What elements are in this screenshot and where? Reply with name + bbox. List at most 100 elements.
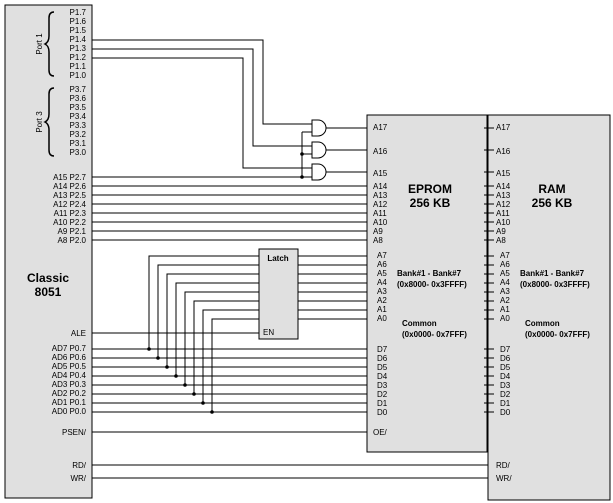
junction-dot	[201, 401, 205, 405]
ram-pin-label: D5	[500, 363, 511, 372]
p3-pin-label: P3.3	[70, 121, 87, 130]
port1-brace	[43, 11, 55, 77]
ram-common-line2: (0x0000- 0x7FFF)	[525, 330, 590, 339]
eprom-pin-label: A4	[377, 278, 387, 287]
wire-tap-ad0	[211, 318, 259, 412]
ram-bank-line2: (0x8000- 0x3FFFF)	[520, 280, 590, 289]
wire-p1-4	[92, 39, 312, 125]
ram-pin-label: D0	[500, 408, 511, 417]
latch-block	[258, 248, 299, 340]
ram-pin-label: A15	[496, 169, 511, 178]
eprom-pin-label: A1	[377, 305, 387, 314]
eprom-pin-label: A2	[377, 296, 387, 305]
eprom-pin-label: A10	[373, 218, 388, 227]
ram-pin-label: A1	[500, 305, 510, 314]
ram-pin-label: D1	[500, 399, 511, 408]
ram-common-line1: Common	[525, 319, 560, 328]
wire-tap-ad2	[193, 300, 259, 394]
port1-label: Port 1	[35, 33, 44, 55]
latch-title: Latch	[267, 254, 288, 263]
p3-pin-label: P3.4	[70, 112, 87, 121]
eprom-pin-label: D3	[377, 381, 388, 390]
psen-pin-label: PSEN/	[62, 428, 87, 437]
port3-brace	[43, 87, 55, 157]
ram-pin-stubs	[484, 127, 494, 413]
wire-tap-ad6	[157, 264, 259, 358]
eprom-pin-label: A8	[373, 236, 383, 245]
mcu-title-line2: 8051	[35, 285, 62, 299]
ram-pin-label: A2	[500, 296, 510, 305]
and-gate-a16	[311, 141, 327, 159]
eprom-pin-label: A9	[373, 227, 383, 236]
p2-pin-label: A13 P2.5	[53, 191, 86, 200]
ram-pin-label: A10	[496, 218, 511, 227]
eprom-common-line2: (0x0000- 0x7FFF)	[402, 330, 467, 339]
junction-dot	[174, 374, 178, 378]
eprom-pin-label: D7	[377, 345, 388, 354]
p1-pin-label: P1.5	[70, 26, 87, 35]
wire-p1-3	[92, 48, 312, 147]
ram-rd-label: RD/	[496, 461, 511, 470]
p1-pin-label: P1.2	[70, 53, 87, 62]
ram-title-line2: 256 KB	[532, 196, 573, 210]
p3-pin-label: P3.6	[70, 94, 87, 103]
eprom-pin-label: A11	[373, 209, 387, 218]
eprom-title-line2: 256 KB	[410, 196, 451, 210]
p3-pin-label: P3.2	[70, 130, 87, 139]
ram-pin-label: A3	[500, 287, 510, 296]
ram-title-line1: RAM	[538, 182, 565, 196]
port3-label: Port 3	[35, 111, 44, 133]
p2-pin-label: A11 P2.3	[54, 209, 87, 218]
ram-pin-label: D2	[500, 390, 511, 399]
p1-pin-label: P1.0	[70, 71, 87, 80]
ram-pin-label: D4	[500, 372, 511, 381]
p2-pin-label: A10 P2.2	[53, 218, 86, 227]
eprom-bank-line2: (0x8000- 0x3FFFF)	[397, 280, 467, 289]
p3-pin-label: P3.5	[70, 103, 87, 112]
ram-pin-label: A9	[496, 227, 506, 236]
ram-wr-label: WR/	[496, 474, 512, 483]
eprom-pin-label: A7	[377, 251, 387, 260]
eprom-pin-label: D2	[377, 390, 388, 399]
ale-pin-label: ALE	[71, 329, 86, 338]
p0-pin-label: AD7 P0.7	[52, 344, 87, 353]
p2-pin-label: A12 P2.4	[53, 200, 86, 209]
p2-pin-label: A9 P2.1	[58, 227, 87, 236]
ram-pin-label: A17	[496, 123, 511, 132]
p0-pin-label: AD3 P0.3	[52, 380, 87, 389]
eprom-pin-label: A5	[377, 269, 387, 278]
p2-pin-label: A14 P2.6	[53, 182, 86, 191]
ram-block	[487, 114, 611, 501]
ram-pin-label: A6	[500, 260, 510, 269]
ram-pin-label: D6	[500, 354, 511, 363]
mcu-title-line1: Classic	[27, 271, 69, 285]
eprom-title-line1: EPROM	[408, 182, 452, 196]
ram-pin-label: A14	[496, 182, 511, 191]
rd-pin-label: RD/	[72, 461, 87, 470]
wire-p1-2	[92, 57, 312, 169]
wr-pin-label: WR/	[70, 474, 86, 483]
p1-pin-label: P1.3	[70, 44, 87, 53]
ram-pin-label: D3	[500, 381, 511, 390]
junction-dot	[156, 356, 160, 360]
p1-pin-label: P1.6	[70, 17, 87, 26]
p0-pin-label: AD4 P0.4	[52, 371, 87, 380]
eprom-bank-line1: Bank#1 - Bank#7	[397, 269, 462, 278]
p0-pin-label: AD2 P0.2	[52, 389, 87, 398]
eprom-pin-label: D5	[377, 363, 388, 372]
wire-tap-ad7	[148, 255, 259, 349]
wire-tap-ad1	[202, 309, 259, 403]
p3-pin-label: P3.0	[70, 148, 87, 157]
and-gate-a17	[311, 119, 327, 137]
p0-pin-label: AD5 P0.5	[52, 362, 87, 371]
eprom-common-line1: Common	[402, 319, 437, 328]
junction-dot	[192, 392, 196, 396]
junction-dot	[300, 175, 304, 179]
eprom-pin-label: D6	[377, 354, 388, 363]
eprom-pin-label: A15	[373, 169, 388, 178]
wire-tap-ad4	[175, 282, 259, 376]
ram-pin-label: A12	[496, 200, 511, 209]
junction-dot	[165, 365, 169, 369]
eprom-pin-label: A13	[373, 191, 388, 200]
